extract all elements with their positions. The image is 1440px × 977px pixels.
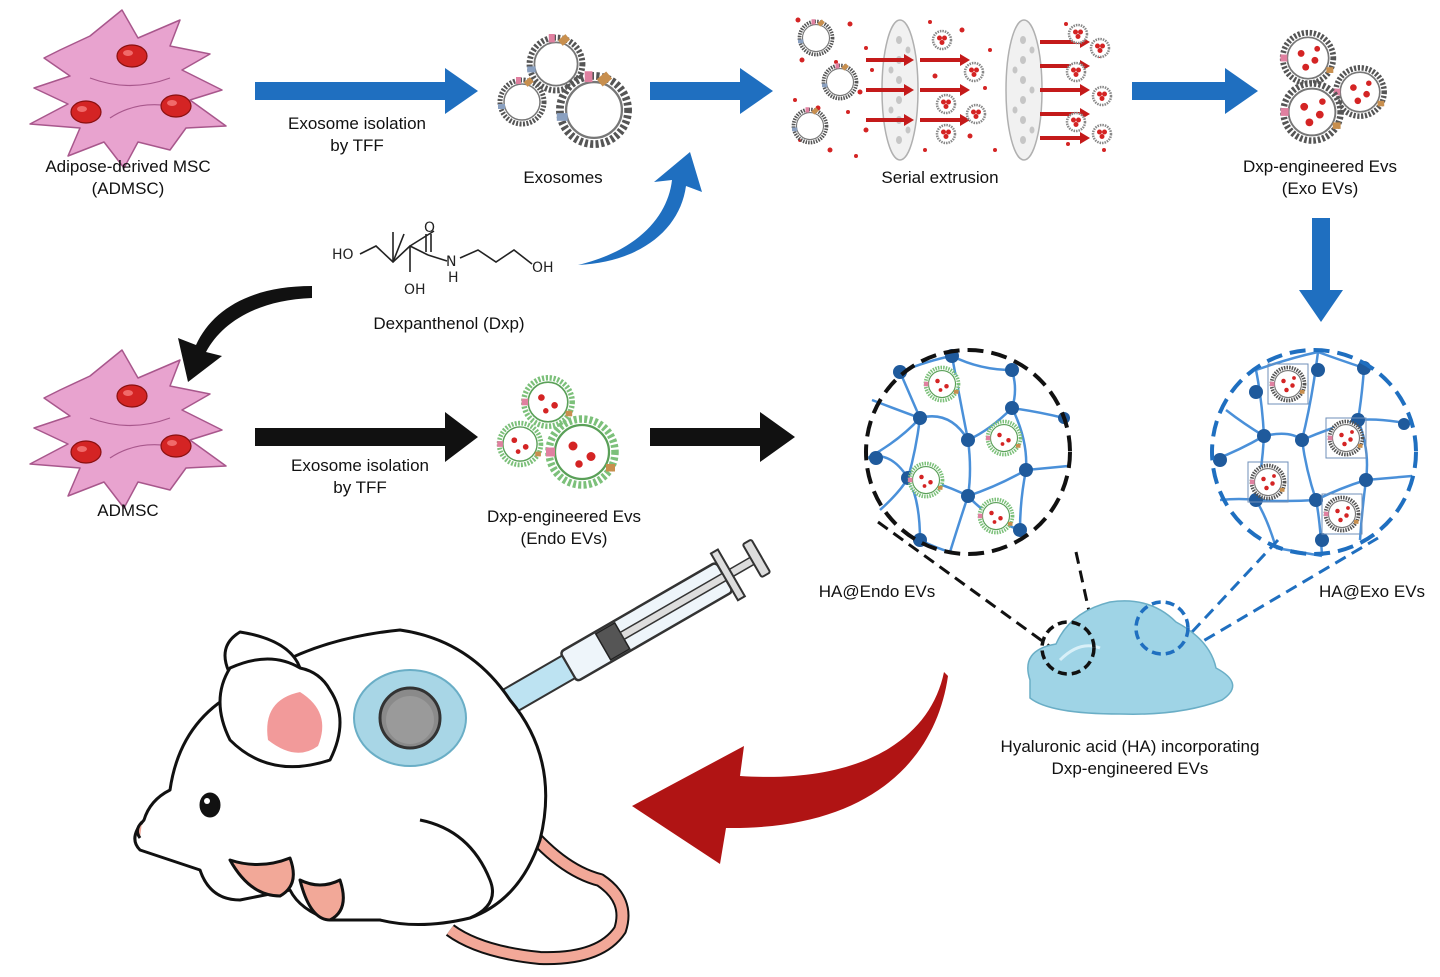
dexpanthenol-structure-icon — [359, 230, 533, 272]
mouse-icon — [133, 628, 630, 966]
endo-evs-line2: (Endo EVs) — [520, 529, 608, 548]
exo-evs-label: Dxp-engineered Evs (Exo EVs) — [1243, 156, 1397, 200]
hydrogel-line1: Hyaluronic acid (HA) incorporating — [1000, 737, 1260, 756]
red-arrow-to-mouse — [632, 672, 948, 864]
isolation-bottom-line1: Exosome isolation — [291, 456, 429, 475]
isolation-bottom-label: Exosome isolation by TFF — [291, 455, 429, 499]
endo-evs-line1: Dxp-engineered Evs — [486, 507, 642, 526]
dexpanthenol-text: Dexpanthenol (Dxp) — [373, 314, 525, 333]
ha-endo-label: HA@Endo EVs — [819, 581, 935, 603]
serial-extrusion-label: Serial extrusion — [881, 167, 998, 189]
blue-arrow-isolation — [255, 68, 478, 114]
hydrogel-label: Hyaluronic acid (HA) incorporating Dxp-e… — [1001, 736, 1260, 780]
exosomes-text: Exosomes — [523, 168, 603, 187]
blue-arrow-down — [1299, 218, 1343, 322]
isolation-top-line1: Exosome isolation — [288, 114, 426, 133]
adipose-msc-cells-icon — [29, 9, 227, 169]
curved-blue-arrow-dxp — [578, 152, 702, 265]
curved-black-arrow — [178, 286, 312, 382]
exosomes-icon — [498, 34, 628, 144]
atom-oh-bottom-label: OH — [404, 282, 426, 298]
isolation-top-label: Exosome isolation by TFF — [288, 113, 426, 157]
admsc-bottom-label: ADMSC — [97, 500, 158, 522]
exo-evs-line1: Dxp-engineered Evs — [1242, 157, 1398, 176]
ha-exo-label: HA@Exo EVs — [1319, 581, 1425, 603]
ha-endo-network-icon — [864, 348, 1072, 556]
exosomes-label: Exosomes — [523, 167, 602, 189]
black-arrow-isolation — [255, 412, 478, 462]
syringe-icon — [440, 539, 771, 743]
blue-arrow-to-extrusion — [650, 68, 773, 114]
admsc-bottom-text: ADMSC — [97, 501, 159, 520]
exo-evs-icon — [1280, 33, 1384, 141]
ha-endo-text: HA@Endo EVs — [818, 582, 936, 601]
blue-arrow-to-exo-evs — [1132, 68, 1258, 114]
atom-o-label: O — [424, 220, 435, 236]
black-arrow-to-hydrogel — [650, 412, 795, 462]
serial-extrusion-text: Serial extrusion — [881, 168, 999, 187]
atom-ho-label: HO — [332, 247, 354, 263]
admsc-top-label: Adipose-derived MSC (ADMSC) — [45, 156, 210, 200]
admsc-top-line1: Adipose-derived MSC — [45, 157, 211, 176]
endo-callout-lines — [877, 520, 1096, 650]
endo-evs-icon — [497, 378, 615, 485]
ha-exo-text: HA@Exo EVs — [1318, 582, 1426, 601]
ha-exo-network-icon — [1210, 348, 1418, 558]
endo-evs-label: Dxp-engineered Evs (Endo EVs) — [487, 506, 641, 550]
isolation-top-line2: by TFF — [330, 136, 384, 155]
exo-callout-lines — [1187, 536, 1379, 652]
hydrogel-blob-icon — [1027, 600, 1234, 715]
atom-h-label: H — [448, 270, 459, 286]
atom-n-label: N — [446, 254, 456, 270]
dexpanthenol-label: Dexpanthenol (Dxp) — [373, 313, 524, 335]
atom-oh-right-label: OH — [532, 260, 554, 276]
serial-extrusion-icon — [790, 17, 1113, 161]
hydrogel-line2: Dxp-engineered EVs — [1051, 759, 1209, 778]
exo-evs-line2: (Exo EVs) — [1281, 179, 1359, 198]
isolation-bottom-line2: by TFF — [333, 478, 387, 497]
admsc-top-line2: (ADMSC) — [91, 179, 165, 198]
